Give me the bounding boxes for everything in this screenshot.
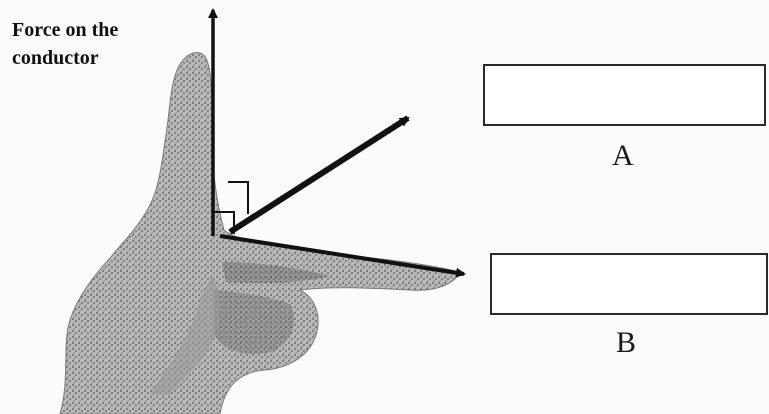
- answer-box-a[interactable]: [483, 64, 766, 126]
- force-label-line-1: Force on the: [12, 16, 182, 44]
- box-a-letter: A: [612, 140, 634, 172]
- force-label: Force on the conductor: [12, 16, 182, 72]
- force-label-line-2: conductor: [12, 44, 182, 72]
- field-arrow: [230, 118, 408, 232]
- answer-box-b[interactable]: [490, 253, 768, 315]
- box-b-letter: B: [616, 327, 636, 359]
- hand-silhouette: [60, 53, 460, 414]
- right-angle-marker-2: [228, 182, 248, 214]
